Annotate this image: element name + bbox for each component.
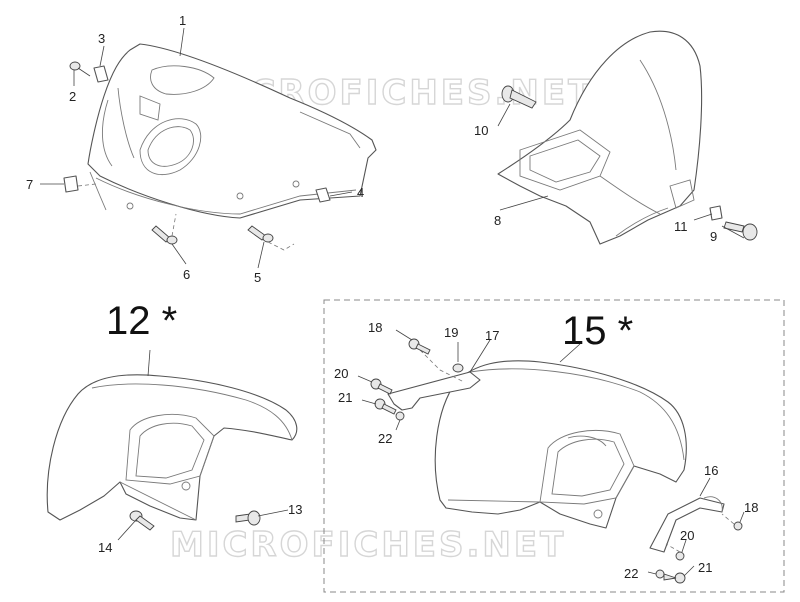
leader-10 (497, 103, 511, 127)
clip-3 (93, 65, 109, 83)
leader-1 (179, 27, 185, 57)
screw-14 (129, 510, 155, 531)
callout-5: 5 (254, 270, 261, 285)
front-mudguard-15-part (434, 360, 687, 529)
leader-18b (739, 511, 745, 523)
callout-9: 9 (710, 229, 717, 244)
leader-13 (257, 509, 289, 517)
leader-11 (693, 213, 713, 221)
washer-22-upper (395, 411, 405, 421)
bracket-16 (649, 496, 725, 553)
front-mudguard-12-part (46, 374, 298, 521)
callout-3: 3 (98, 31, 105, 46)
callout-18-lower: 18 (744, 500, 758, 515)
callout-21-lower: 21 (698, 560, 712, 575)
callout-11: 11 (674, 219, 688, 234)
leader-4 (329, 191, 353, 197)
assembly-15-frame (323, 299, 785, 593)
leader-5 (257, 241, 265, 269)
callout-18-upper: 18 (368, 320, 382, 335)
callout-8: 8 (494, 213, 501, 228)
leader-22a (395, 419, 401, 431)
washer-19 (452, 363, 464, 373)
screw-18-lower (721, 513, 743, 531)
leader-3 (99, 45, 105, 67)
callout-22-lower: 22 (624, 566, 638, 581)
callout-16: 16 (704, 463, 718, 478)
callout-4: 4 (357, 185, 364, 200)
leader-15 (559, 343, 581, 363)
callout-10: 10 (474, 123, 488, 138)
leader-17 (469, 339, 491, 373)
clip-4 (315, 187, 331, 203)
screw-13 (235, 510, 261, 526)
clip-11 (709, 205, 723, 221)
leader-18a (395, 329, 413, 341)
leader-21b (683, 565, 695, 577)
inner-shield-part (87, 43, 377, 219)
leader-21a (361, 399, 377, 405)
leader-20b (681, 539, 687, 553)
screw-6 (151, 213, 178, 245)
leader-6 (171, 243, 187, 265)
callout-1: 1 (179, 13, 186, 28)
rear-mudguard-part (497, 30, 703, 245)
leader-8 (499, 195, 549, 211)
screw-21-lower (663, 572, 686, 584)
callout-20-lower: 20 (680, 528, 694, 543)
screw-5 (247, 225, 295, 251)
callout-19: 19 (444, 325, 458, 340)
screw-9 (723, 221, 758, 241)
bracket-17 (387, 349, 481, 411)
callout-2: 2 (69, 89, 76, 104)
watermark-bottom: MICROFICHES.NET (170, 525, 566, 565)
screw-10 (501, 85, 537, 109)
assembly-label-12: 12 * (106, 299, 177, 343)
leader-22b (647, 571, 657, 575)
clip-7 (63, 175, 97, 193)
leader-14 (117, 519, 137, 541)
leader-12 (147, 349, 151, 377)
callout-7: 7 (26, 177, 33, 192)
leader-20a (357, 375, 373, 383)
screw-20-lower (665, 543, 685, 561)
leader-9 (721, 225, 745, 239)
screw-18-upper (408, 338, 431, 355)
screw-2 (69, 61, 91, 77)
assembly-label-15: 15 * (562, 309, 633, 353)
screw-20-upper (370, 378, 393, 395)
washer-22-lower (655, 569, 665, 579)
callout-6: 6 (183, 267, 190, 282)
leader-16 (699, 477, 711, 497)
callout-21-upper: 21 (338, 390, 352, 405)
callout-22-upper: 22 (378, 431, 392, 446)
callout-20-upper: 20 (334, 366, 348, 381)
callout-14: 14 (98, 540, 112, 555)
callout-13: 13 (288, 502, 302, 517)
callout-17: 17 (485, 328, 499, 343)
